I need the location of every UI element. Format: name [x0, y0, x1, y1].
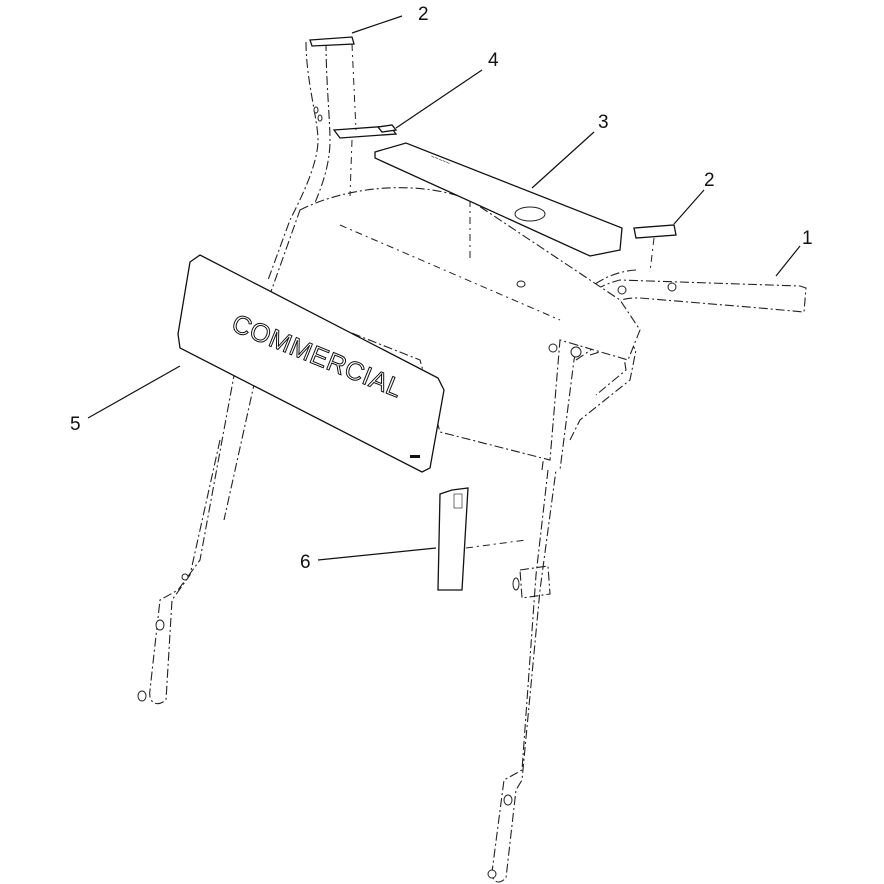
callout-5: 5 — [70, 414, 81, 435]
small-strip-decal — [437, 487, 469, 591]
callout-labels: 2 4 3 2 1 5 6 — [70, 4, 813, 573]
callout-2-top: 2 — [418, 4, 429, 25]
callout-6: 6 — [300, 552, 311, 573]
decal-top-plate: ~~~~~ — [374, 142, 623, 257]
callout-4: 4 — [488, 50, 499, 71]
callout-1: 1 — [802, 228, 813, 249]
pad-left-middle — [332, 124, 398, 139]
leader-lines — [87, 15, 801, 561]
callout-2-right: 2 — [704, 170, 715, 191]
callout-3: 3 — [598, 112, 609, 133]
pad-right — [633, 224, 677, 239]
pad-left-top — [309, 36, 355, 47]
handle-frame — [137, 41, 807, 883]
